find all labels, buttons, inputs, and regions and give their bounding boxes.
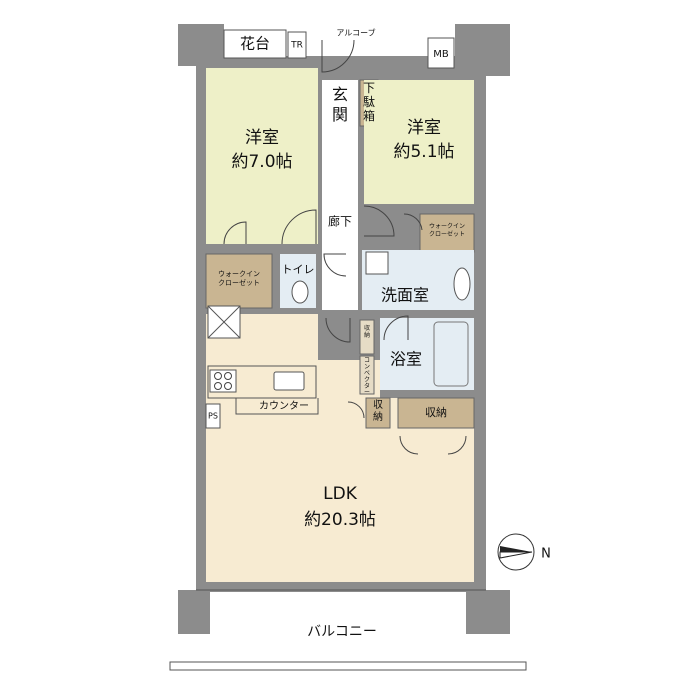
- pipe-space: [205, 403, 221, 429]
- small-storage-label: 収納: [364, 325, 370, 339]
- entrance-floor: [322, 80, 358, 146]
- counter-label: カウンター: [259, 400, 309, 412]
- convector-label: コンベクター: [364, 357, 370, 397]
- burner-2: [224, 372, 232, 380]
- fridge-cross-2: [207, 305, 241, 339]
- western-room-2-floor: [364, 80, 474, 204]
- washbasin: [453, 267, 471, 301]
- meter-box-label: MB: [433, 49, 449, 60]
- compass-arrow-tail: [499, 551, 533, 559]
- outer-wall-bottom-left: [178, 590, 210, 634]
- north-label: N: [541, 547, 551, 562]
- walk-in-closet-left: [205, 253, 273, 309]
- storage-2: [397, 397, 475, 429]
- ldk-size: 約20.3帖: [304, 510, 376, 530]
- walk-in-closet-left-label: ウォークインクローゼット: [218, 270, 260, 287]
- entrance-label: 玄関: [332, 85, 348, 124]
- walk-in-closet-right-label: ウォークインクローゼット: [429, 222, 465, 238]
- pipe-space-label: PS: [208, 412, 218, 421]
- bathroom-label: 浴室: [390, 350, 422, 369]
- door-swing-washroom: [383, 315, 409, 341]
- compass-arrow-icon: [500, 546, 532, 552]
- western-room-2-size: 約5.1帖: [393, 142, 454, 162]
- walk-in-closet-right: [419, 213, 475, 253]
- convector-unit: [359, 355, 375, 395]
- western-room-2-name: 洋室: [407, 118, 441, 138]
- door-swing-storage-2b: [447, 435, 467, 455]
- outer-wall-top-left: [178, 24, 224, 66]
- storage-1: [365, 397, 391, 429]
- small-storage: [359, 319, 375, 355]
- trunk-room-label: TR: [290, 41, 303, 51]
- door-swing-storage-1: [347, 401, 365, 419]
- counter-outline: [235, 398, 319, 415]
- bathtub: [433, 321, 469, 387]
- door-swing-storage-2a: [399, 435, 419, 455]
- shoe-box-label: 下駄箱: [363, 81, 375, 123]
- bathroom-floor: [380, 318, 474, 390]
- meter-box: [427, 37, 455, 69]
- door-swing-ldk: [325, 317, 351, 343]
- kitchen-sink: [273, 371, 305, 391]
- stove: [209, 369, 237, 393]
- outer-wall-top-right: [455, 24, 510, 76]
- balcony-rail: [169, 661, 527, 671]
- toilet-bowl: [291, 280, 309, 304]
- storage-1-label: 収納: [373, 399, 383, 423]
- door-swing-room1: [281, 209, 317, 245]
- door-swing-entrance: [321, 39, 355, 73]
- flower-bed-label: 花台: [240, 35, 270, 53]
- burner-4: [224, 382, 232, 390]
- door-swing-closet-left: [223, 221, 247, 245]
- door-swing-closet-right: [403, 213, 423, 231]
- door-swing-room2: [363, 205, 395, 237]
- washing-machine-space: [365, 251, 389, 275]
- door-swing-toilet: [323, 253, 347, 277]
- hallway-label: 廊下: [328, 214, 352, 229]
- washroom-label: 洗面室: [381, 286, 429, 305]
- alcove-label: アルコーブ: [336, 28, 375, 38]
- trunk-room: [287, 31, 307, 59]
- flower-bed: [223, 29, 287, 59]
- toilet-label: トイレ: [282, 263, 315, 276]
- storage-2-label: 収納: [425, 406, 447, 419]
- western-room-1-name: 洋室: [245, 128, 279, 148]
- ldk-name: LDK: [323, 484, 358, 504]
- burner-1: [214, 372, 222, 380]
- balcony-label: バルコニー: [307, 624, 377, 640]
- burner-3: [214, 382, 222, 390]
- outer-wall-bottom-right: [466, 590, 510, 634]
- western-room-1-size: 約7.0帖: [231, 152, 292, 172]
